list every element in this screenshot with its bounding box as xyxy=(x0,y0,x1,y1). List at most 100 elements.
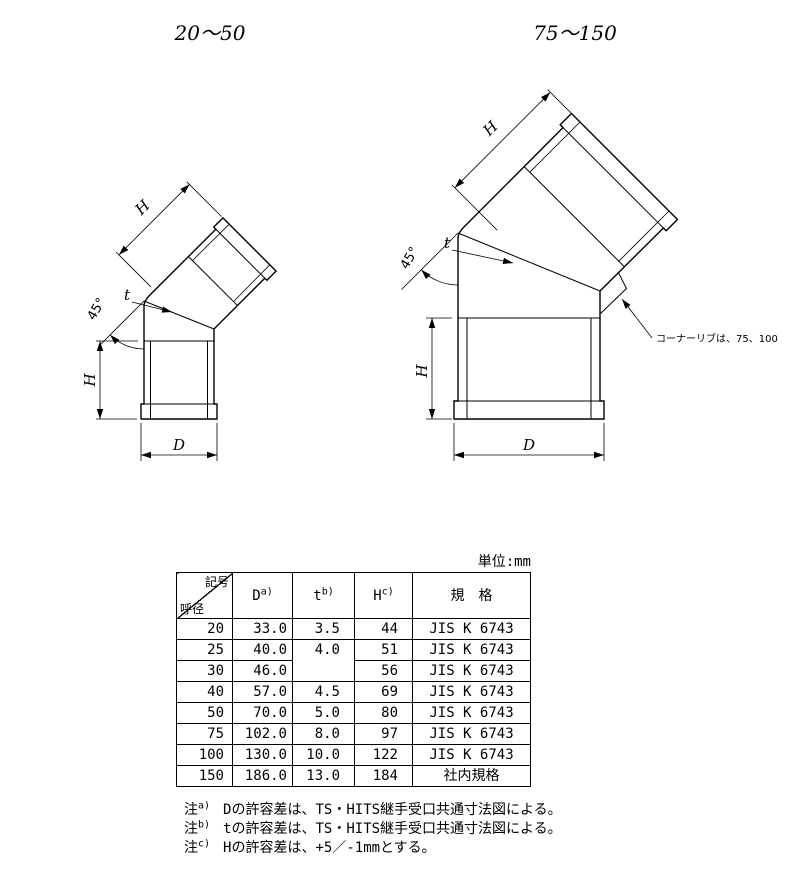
header-symbol-label: 記号 xyxy=(204,575,229,589)
header-h-label: H xyxy=(373,587,382,604)
miter-joint-line-large xyxy=(457,232,601,292)
header-spec: 規 格 xyxy=(412,572,531,619)
t-leader-line-small xyxy=(131,301,173,313)
header-d: Da) xyxy=(232,572,293,619)
cell-spec: JIS K 6743 xyxy=(412,681,531,703)
socket-inner-wall-angled-upper-large xyxy=(529,121,581,173)
note-a-sup: a) xyxy=(198,800,211,812)
dim-label-h-vertical-small: H xyxy=(81,373,99,388)
angle-construction-line-large xyxy=(401,232,459,290)
cell-d: 102.0 xyxy=(232,723,293,745)
cell-spec: JIS K 6743 xyxy=(412,660,531,682)
socket-inner-wall-angled-lower-large xyxy=(618,210,670,262)
t-leader-line-large xyxy=(451,249,514,265)
angle-arc-small xyxy=(109,334,145,350)
cell-t: 10.0 xyxy=(292,744,355,766)
cell-t: 3.5 xyxy=(292,618,355,640)
header-t-label: t xyxy=(313,587,322,604)
cell-spec: JIS K 6743 xyxy=(412,618,531,640)
dim-label-d-small: D xyxy=(172,436,185,454)
miter-joint-line-small xyxy=(143,300,215,330)
extension-lines-h-vertical-small xyxy=(96,340,138,420)
socket-depth-line-angled-large xyxy=(523,166,625,268)
cell-d: 130.0 xyxy=(232,744,293,766)
corner-rib-note: コーナーリブは、75、100 xyxy=(656,332,778,345)
notes: 注a)Dの許容差は、TS・HITS継手受口共通寸法図による。 注b)tの許容差は… xyxy=(184,801,562,858)
cell-h: 80 xyxy=(354,702,413,724)
dim-label-h-angled-small: H xyxy=(131,196,154,219)
header-row: 記号 呼径 Da) tb) Hc) 規 格 xyxy=(176,572,531,619)
cell-size: 20 xyxy=(176,618,233,640)
corner-rib-leader xyxy=(621,298,653,339)
technical-drawing: 20～50 H H 45° xyxy=(81,21,778,461)
dimension-line-h-angled-small xyxy=(118,183,190,256)
dim-label-d-large: D xyxy=(522,436,535,454)
unit-label: 単位:mm xyxy=(477,554,531,570)
cell-d: 186.0 xyxy=(232,765,293,787)
cell-t: 13.0 xyxy=(292,765,355,787)
note-c: 注c)Hの許容差は、+5／-1mmとする。 xyxy=(184,839,562,858)
header-h: Hc) xyxy=(354,572,413,619)
dim-label-h-angled-large: H xyxy=(479,117,502,140)
extension-line-h-angled-1-large xyxy=(451,184,498,231)
cell-size: 25 xyxy=(176,639,233,661)
header-nominal-dia-label: 呼径 xyxy=(180,602,205,616)
cell-d: 40.0 xyxy=(232,639,293,661)
cell-d: 70.0 xyxy=(232,702,293,724)
extension-line-h-angled-2-small xyxy=(186,181,222,217)
cell-size: 150 xyxy=(176,765,233,787)
cell-h: 44 xyxy=(354,618,413,640)
angle-label-small: 45° xyxy=(85,296,110,323)
elbow-outline-large xyxy=(453,112,679,420)
socket-rim-line-angled-small xyxy=(213,226,268,281)
note-a: 注a)Dの許容差は、TS・HITS継手受口共通寸法図による。 xyxy=(184,801,562,820)
cell-d: 46.0 xyxy=(232,660,293,682)
dim-label-h-vertical-large: H xyxy=(413,364,431,379)
cell-t: 8.0 xyxy=(292,723,355,745)
note-b-text: tの許容差は、TS・HITS継手受口共通寸法図による。 xyxy=(223,821,562,837)
cell-t: 5.0 xyxy=(292,702,355,724)
cell-size: 50 xyxy=(176,702,233,724)
cell-size: 75 xyxy=(176,723,233,745)
angle-construction-line-small xyxy=(99,300,145,346)
header-t-sup: b) xyxy=(321,585,334,597)
cell-spec: JIS K 6743 xyxy=(412,744,531,766)
cell-d: 33.0 xyxy=(232,618,293,640)
header-d-label: D xyxy=(252,587,261,604)
cell-size: 30 xyxy=(176,660,233,682)
corner-rib xyxy=(599,272,628,315)
cell-size: 40 xyxy=(176,681,233,703)
cell-d: 57.0 xyxy=(232,681,293,703)
cell-t: 4.5 xyxy=(292,681,355,703)
cell-h: 56 xyxy=(354,660,413,682)
header-h-sup: c) xyxy=(381,585,394,597)
angle-arc-large xyxy=(420,269,459,286)
note-b-sup: b) xyxy=(198,819,211,831)
size-range-label-large: 75～150 xyxy=(533,21,617,45)
elbow-drawing-small: 20～50 H H 45° xyxy=(81,21,278,461)
cell-h: 69 xyxy=(354,681,413,703)
header-d-sup: a) xyxy=(260,585,273,597)
note-b-prefix: 注 xyxy=(184,821,198,837)
dimension-line-h-angled-large xyxy=(454,92,551,189)
note-a-text: Dの許容差は、TS・HITS継手受口共通寸法図による。 xyxy=(223,802,562,818)
cell-h: 97 xyxy=(354,723,413,745)
note-c-sup: c) xyxy=(198,838,211,850)
socket-depth-line-angled-small xyxy=(187,256,239,307)
cell-spec: 社内規格 xyxy=(412,765,531,787)
note-c-prefix: 注 xyxy=(184,840,198,856)
socket-inner-wall-angled-lower-small xyxy=(233,264,271,302)
cell-h: 122 xyxy=(354,744,413,766)
cell-size: 100 xyxy=(176,744,233,766)
elbow-drawing-large: 75～150 H H xyxy=(398,21,778,461)
elbow-outline-small xyxy=(140,216,278,420)
extension-line-h-angled-2-large xyxy=(547,89,572,114)
angle-label-large: 45° xyxy=(398,245,423,272)
cell-h: 184 xyxy=(354,765,413,787)
extension-line-h-angled-1-small xyxy=(115,251,151,287)
